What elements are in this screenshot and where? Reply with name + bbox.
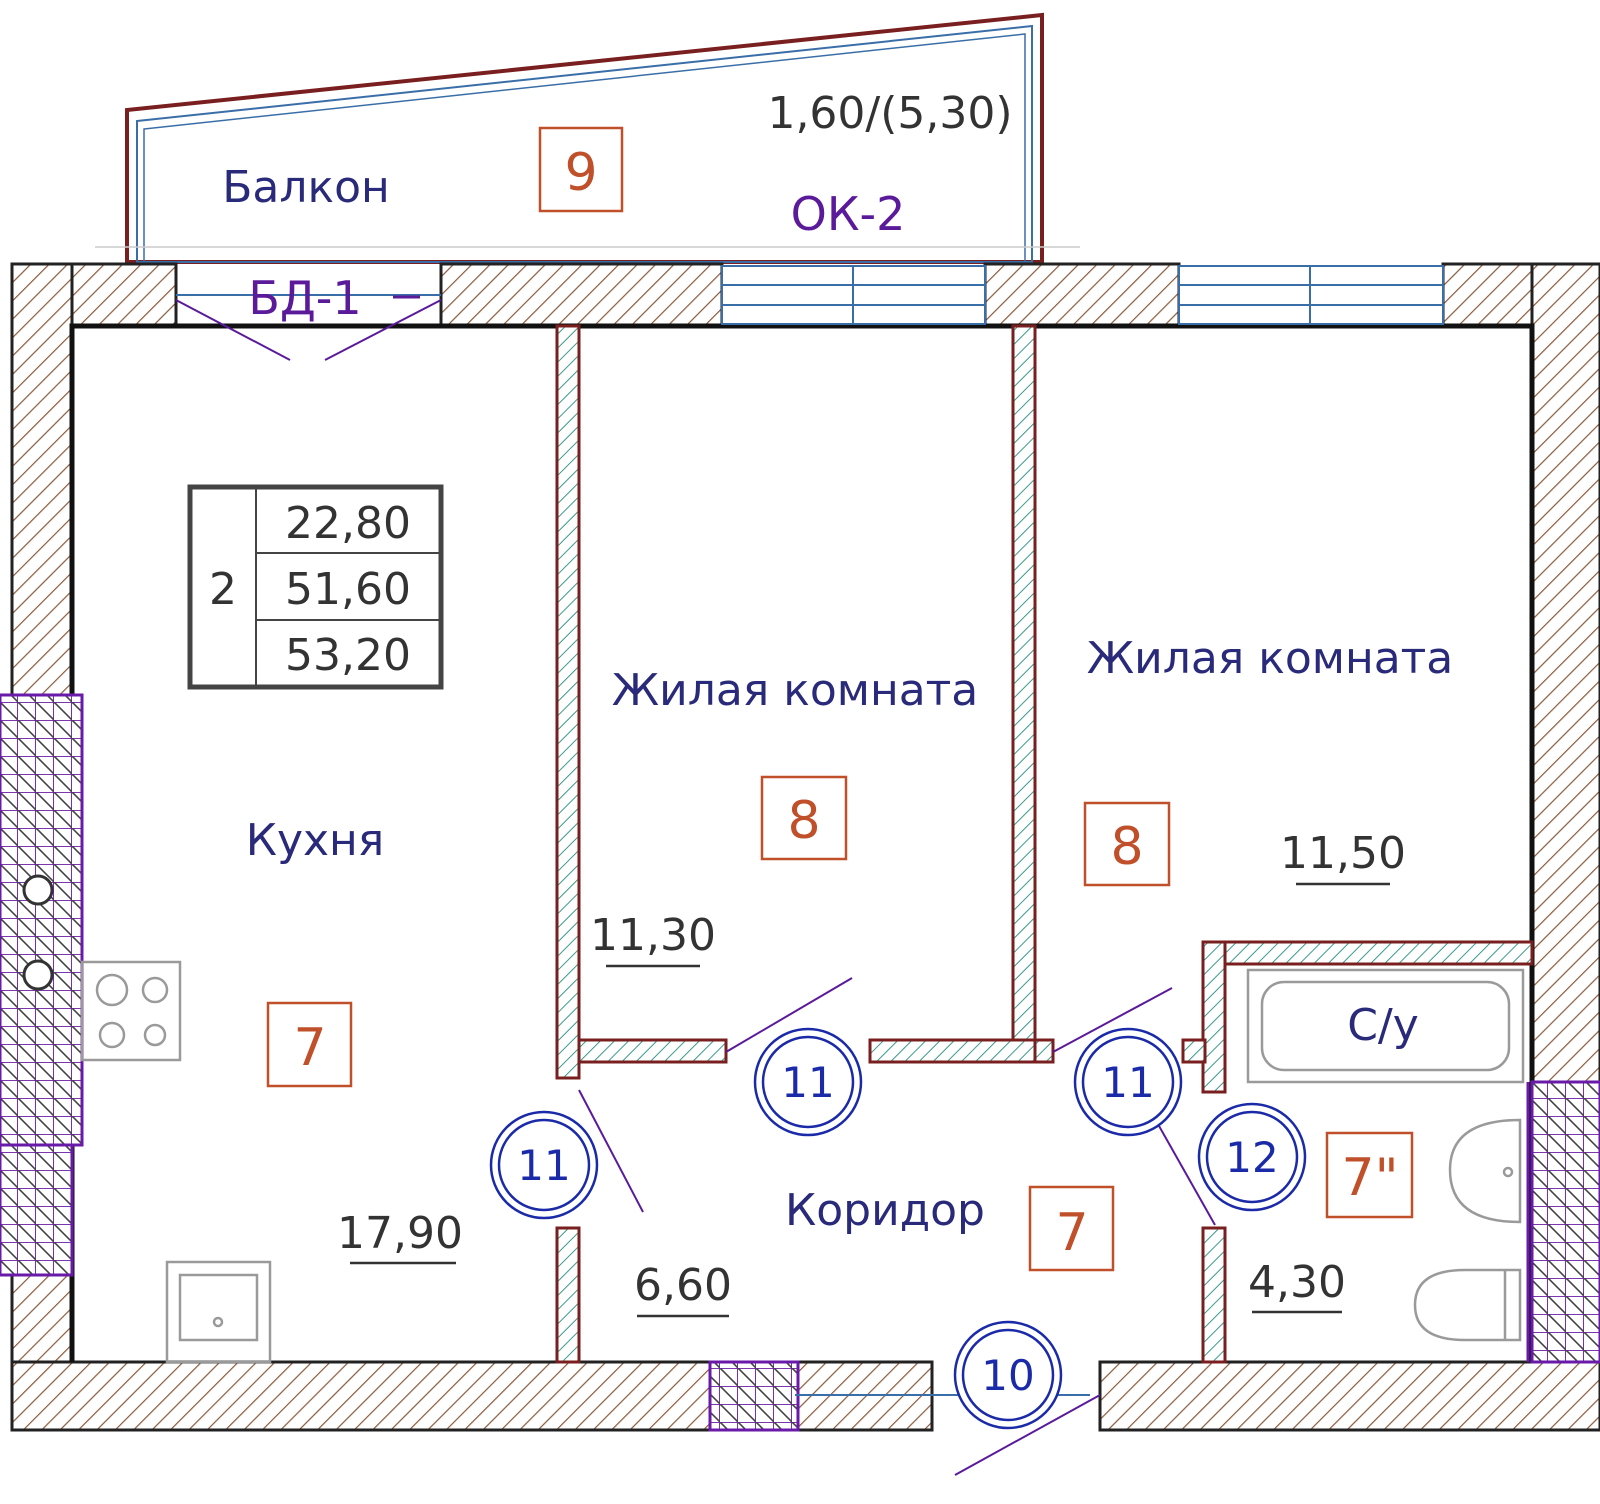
window-mark: ОК-2 — [791, 187, 906, 241]
partition-living1-bottom-a — [577, 1038, 728, 1064]
sink-icon — [165, 1260, 272, 1364]
partition-kitchen-living1 — [555, 324, 581, 1080]
stove-icon — [80, 960, 182, 1062]
kitchen-counter — [0, 693, 84, 1277]
bathtub-icon — [1246, 968, 1525, 1084]
living1-label: Жилая комната — [612, 665, 979, 716]
door-marker-kitchen-text: 11 — [517, 1141, 570, 1190]
partition-living2-bottom — [1033, 1038, 1055, 1064]
kitchen-label: Кухня — [246, 815, 385, 866]
living2-area: 11,50 — [1280, 828, 1406, 879]
partition-living1-bottom-b — [868, 1038, 1037, 1064]
kitchen-number-box: 7 — [266, 1001, 353, 1088]
door-mark: БД-1 — [248, 271, 361, 325]
corridor-label: Коридор — [785, 1185, 985, 1236]
stamp-living-area: 22,80 — [285, 498, 411, 549]
apartment-stamp: 2 22,80 51,60 53,20 — [187, 484, 444, 690]
corridor-area: 6,60 — [634, 1260, 732, 1311]
balcony-number-box: 9 — [538, 126, 624, 213]
utility-box — [708, 1360, 800, 1432]
windows — [175, 265, 1444, 361]
bathroom-number-box: 7" — [1325, 1131, 1414, 1219]
living1-area: 11,30 — [590, 910, 716, 961]
washbasin-icon — [1448, 1118, 1522, 1224]
door-marker-living2: 11 — [1073, 1027, 1183, 1137]
living2-number: 8 — [1110, 817, 1143, 877]
bathroom-number: 7" — [1341, 1148, 1398, 1208]
stamp-rooms: 2 — [209, 564, 237, 615]
partition-kitchen-corridor — [555, 1226, 581, 1364]
partitions — [555, 324, 1534, 1364]
toilet-icon — [1413, 1268, 1522, 1342]
door-marker-living2-text: 11 — [1101, 1058, 1154, 1107]
partition-bath-left-a — [1201, 940, 1227, 1094]
sink-drain-icon — [22, 874, 54, 906]
partition-bath-top — [1201, 940, 1534, 966]
living2-label: Жилая комната — [1087, 633, 1454, 684]
bathroom-label: С/у — [1347, 1000, 1419, 1051]
door-swings — [578, 977, 1216, 1476]
wall-top-mid — [439, 262, 724, 328]
door-marker-bathroom-text: 12 — [1225, 1133, 1278, 1182]
wall-top-mid2 — [983, 262, 1181, 328]
living1-number-box: 8 — [760, 775, 848, 861]
partition-living1-living2 — [1011, 324, 1037, 1064]
balcony-number: 9 — [564, 143, 597, 203]
partition-bath-stub — [1181, 1038, 1207, 1064]
kitchen-area: 17,90 — [337, 1208, 463, 1259]
balcony-area: 1,60/(5,30) — [767, 88, 1012, 139]
door-marker-kitchen: 11 — [489, 1110, 599, 1220]
stamp-total-area: 51,60 — [285, 564, 411, 615]
partition-bath-left-b — [1201, 1226, 1227, 1364]
door-marker-living1-text: 11 — [781, 1058, 834, 1107]
wall-bottom-right — [1098, 1360, 1600, 1432]
living2-number-box: 8 — [1083, 801, 1171, 887]
door-marker-entrance-text: 10 — [981, 1351, 1034, 1400]
corridor-number-box: 7 — [1028, 1185, 1115, 1272]
corridor-number: 7 — [1055, 1203, 1088, 1263]
door-marker-living1: 11 — [753, 1027, 863, 1137]
sink-drain-icon-2 — [22, 959, 54, 991]
balcony-label: Балкон — [222, 162, 390, 213]
living1-number: 8 — [787, 791, 820, 851]
kitchen-number: 7 — [293, 1018, 326, 1078]
bathroom-shaft — [1526, 1080, 1600, 1364]
door-marker-bathroom: 12 — [1197, 1102, 1307, 1212]
stamp-total-with-balcony: 53,20 — [285, 630, 411, 681]
bathroom-area: 4,30 — [1248, 1257, 1346, 1308]
door-marker-entrance: 10 — [953, 1320, 1063, 1430]
